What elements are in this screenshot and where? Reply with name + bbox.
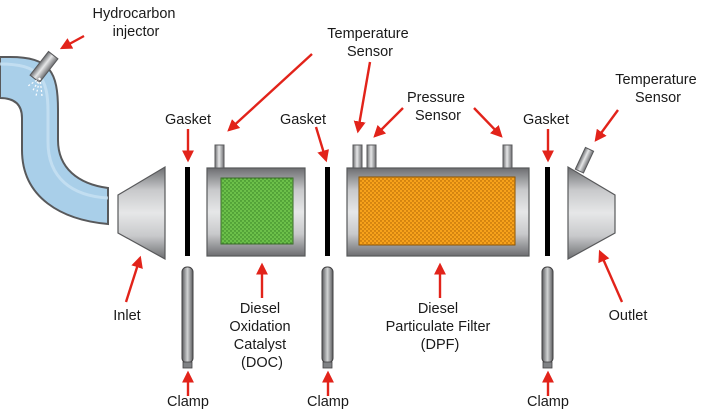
- exhaust-pipe: [0, 56, 109, 226]
- dpf-pressure-sensor-inlet: [366, 144, 377, 169]
- label-gasket-3: Gasket: [523, 112, 569, 128]
- label-gasket-1: Gasket: [165, 112, 211, 128]
- label-clamp-1: Clamp: [167, 394, 209, 409]
- inlet-cone: [117, 165, 166, 261]
- dpf-housing: [346, 144, 530, 257]
- label-temperature-sensor-top: Temperature Sensor: [327, 26, 412, 60]
- label-temperature-sensor-right: Temperature Sensor: [615, 72, 700, 106]
- clamp-1: [181, 266, 194, 369]
- label-outlet: Outlet: [609, 308, 648, 324]
- dpf-temperature-sensor: [352, 144, 363, 169]
- dpf-pressure-sensor-outlet: [502, 144, 513, 169]
- gasket-3: [545, 167, 550, 256]
- label-inlet: Inlet: [113, 308, 140, 324]
- outlet-temperature-sensor: [574, 146, 595, 174]
- gasket-2: [325, 167, 330, 256]
- hydrocarbon-injector: [27, 50, 59, 97]
- callout-arrows: [59, 34, 624, 396]
- doc-housing: [206, 144, 306, 257]
- label-doc: Diesel Oxidation Catalyst (DOC): [229, 301, 294, 371]
- label-gasket-2: Gasket: [280, 112, 326, 128]
- label-pressure-sensor: Pressure Sensor: [407, 90, 469, 124]
- clamp-3: [541, 266, 554, 369]
- clamp-2: [321, 266, 334, 369]
- label-clamp-2: Clamp: [307, 394, 349, 409]
- spray-icon: [27, 77, 43, 97]
- label-dpf: Diesel Particulate Filter (DPF): [386, 301, 495, 353]
- doc-temperature-sensor: [214, 144, 225, 169]
- outlet-cone: [567, 146, 616, 261]
- label-hydrocarbon-injector: Hydrocarbon injector: [92, 6, 179, 40]
- label-clamp-3: Clamp: [527, 394, 569, 409]
- gasket-1: [185, 167, 190, 256]
